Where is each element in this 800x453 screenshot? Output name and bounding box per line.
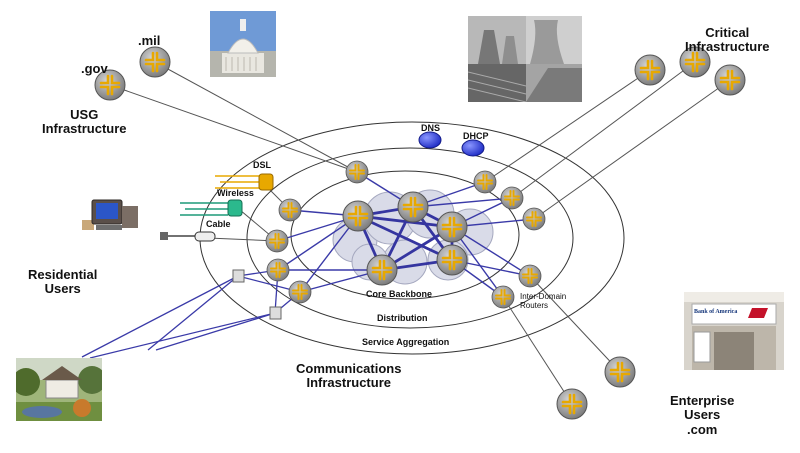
dns-server-icon bbox=[418, 131, 442, 149]
router-enterprise-1-icon bbox=[603, 355, 637, 389]
house-image bbox=[16, 358, 102, 421]
dhcp-label: DHCP bbox=[463, 131, 489, 141]
cable-modem-icon bbox=[194, 231, 216, 242]
gov-label: .gov bbox=[81, 61, 108, 76]
switch-icon bbox=[269, 306, 282, 320]
dsl-device bbox=[215, 173, 274, 191]
cable-label: Cable bbox=[206, 219, 231, 229]
residential-users-label: Residential Users bbox=[28, 267, 98, 297]
inter-domain-routers-label: Inter-Domain Routers bbox=[520, 292, 567, 310]
wireless-label: Wireless bbox=[217, 188, 254, 198]
bank-image: Bank of America bbox=[684, 292, 784, 370]
wireless-ap-icon bbox=[227, 199, 243, 217]
router-agg-8-icon bbox=[288, 280, 312, 304]
router-critical-3-icon bbox=[713, 63, 747, 97]
dsl-label: DSL bbox=[253, 160, 271, 170]
router-agg-7-icon bbox=[266, 258, 290, 282]
router-core-4-icon bbox=[435, 243, 469, 277]
router-core-5-icon bbox=[365, 253, 399, 287]
router-core-2-icon bbox=[396, 190, 430, 224]
switch-icon bbox=[232, 269, 245, 283]
router-interdomain-1-icon bbox=[518, 264, 542, 288]
router-critical-1-icon bbox=[633, 53, 667, 87]
residential-links bbox=[81, 269, 301, 359]
residential-switches bbox=[232, 269, 282, 320]
router-core-1-icon bbox=[341, 199, 375, 233]
distribution-label: Distribution bbox=[377, 313, 428, 323]
capitol-image bbox=[210, 11, 276, 77]
router-enterprise-2-icon bbox=[555, 387, 589, 421]
ring-distribution bbox=[246, 147, 574, 329]
router-interdomain-2-icon bbox=[491, 285, 515, 309]
core-backbone-label: Core Backbone bbox=[366, 289, 433, 299]
router-agg-4-icon bbox=[522, 207, 546, 231]
cable-device bbox=[160, 231, 216, 242]
dhcp-server-icon bbox=[461, 139, 485, 157]
bank-sign-text: Bank of America bbox=[694, 309, 738, 315]
dsl-modem-icon bbox=[258, 173, 274, 191]
computer-image bbox=[82, 198, 140, 232]
external-links bbox=[109, 61, 731, 405]
critical-infrastructure-label: Critical Infrastructure bbox=[685, 25, 770, 55]
critical-infrastructure-image bbox=[468, 16, 582, 102]
router-core-3-icon bbox=[435, 210, 469, 244]
dns-label: DNS bbox=[421, 123, 441, 133]
router-agg-1-icon bbox=[345, 160, 369, 184]
enterprise-users-label: Enterprise Users .com bbox=[670, 393, 735, 437]
ring-core bbox=[290, 170, 520, 300]
mil-label: .mil bbox=[138, 33, 161, 48]
communications-infrastructure-label: Communications Infrastructure bbox=[296, 361, 402, 391]
router-agg-3-icon bbox=[500, 186, 524, 210]
router-agg-2-icon bbox=[473, 170, 497, 194]
router-mil-icon bbox=[138, 45, 172, 79]
service-aggregation-label: Service Aggregation bbox=[362, 337, 450, 347]
wireless-device bbox=[180, 199, 243, 217]
router-agg-5-icon bbox=[278, 198, 302, 222]
usg-infrastructure-label: USG Infrastructure bbox=[42, 107, 127, 137]
router-agg-6-icon bbox=[265, 229, 289, 253]
